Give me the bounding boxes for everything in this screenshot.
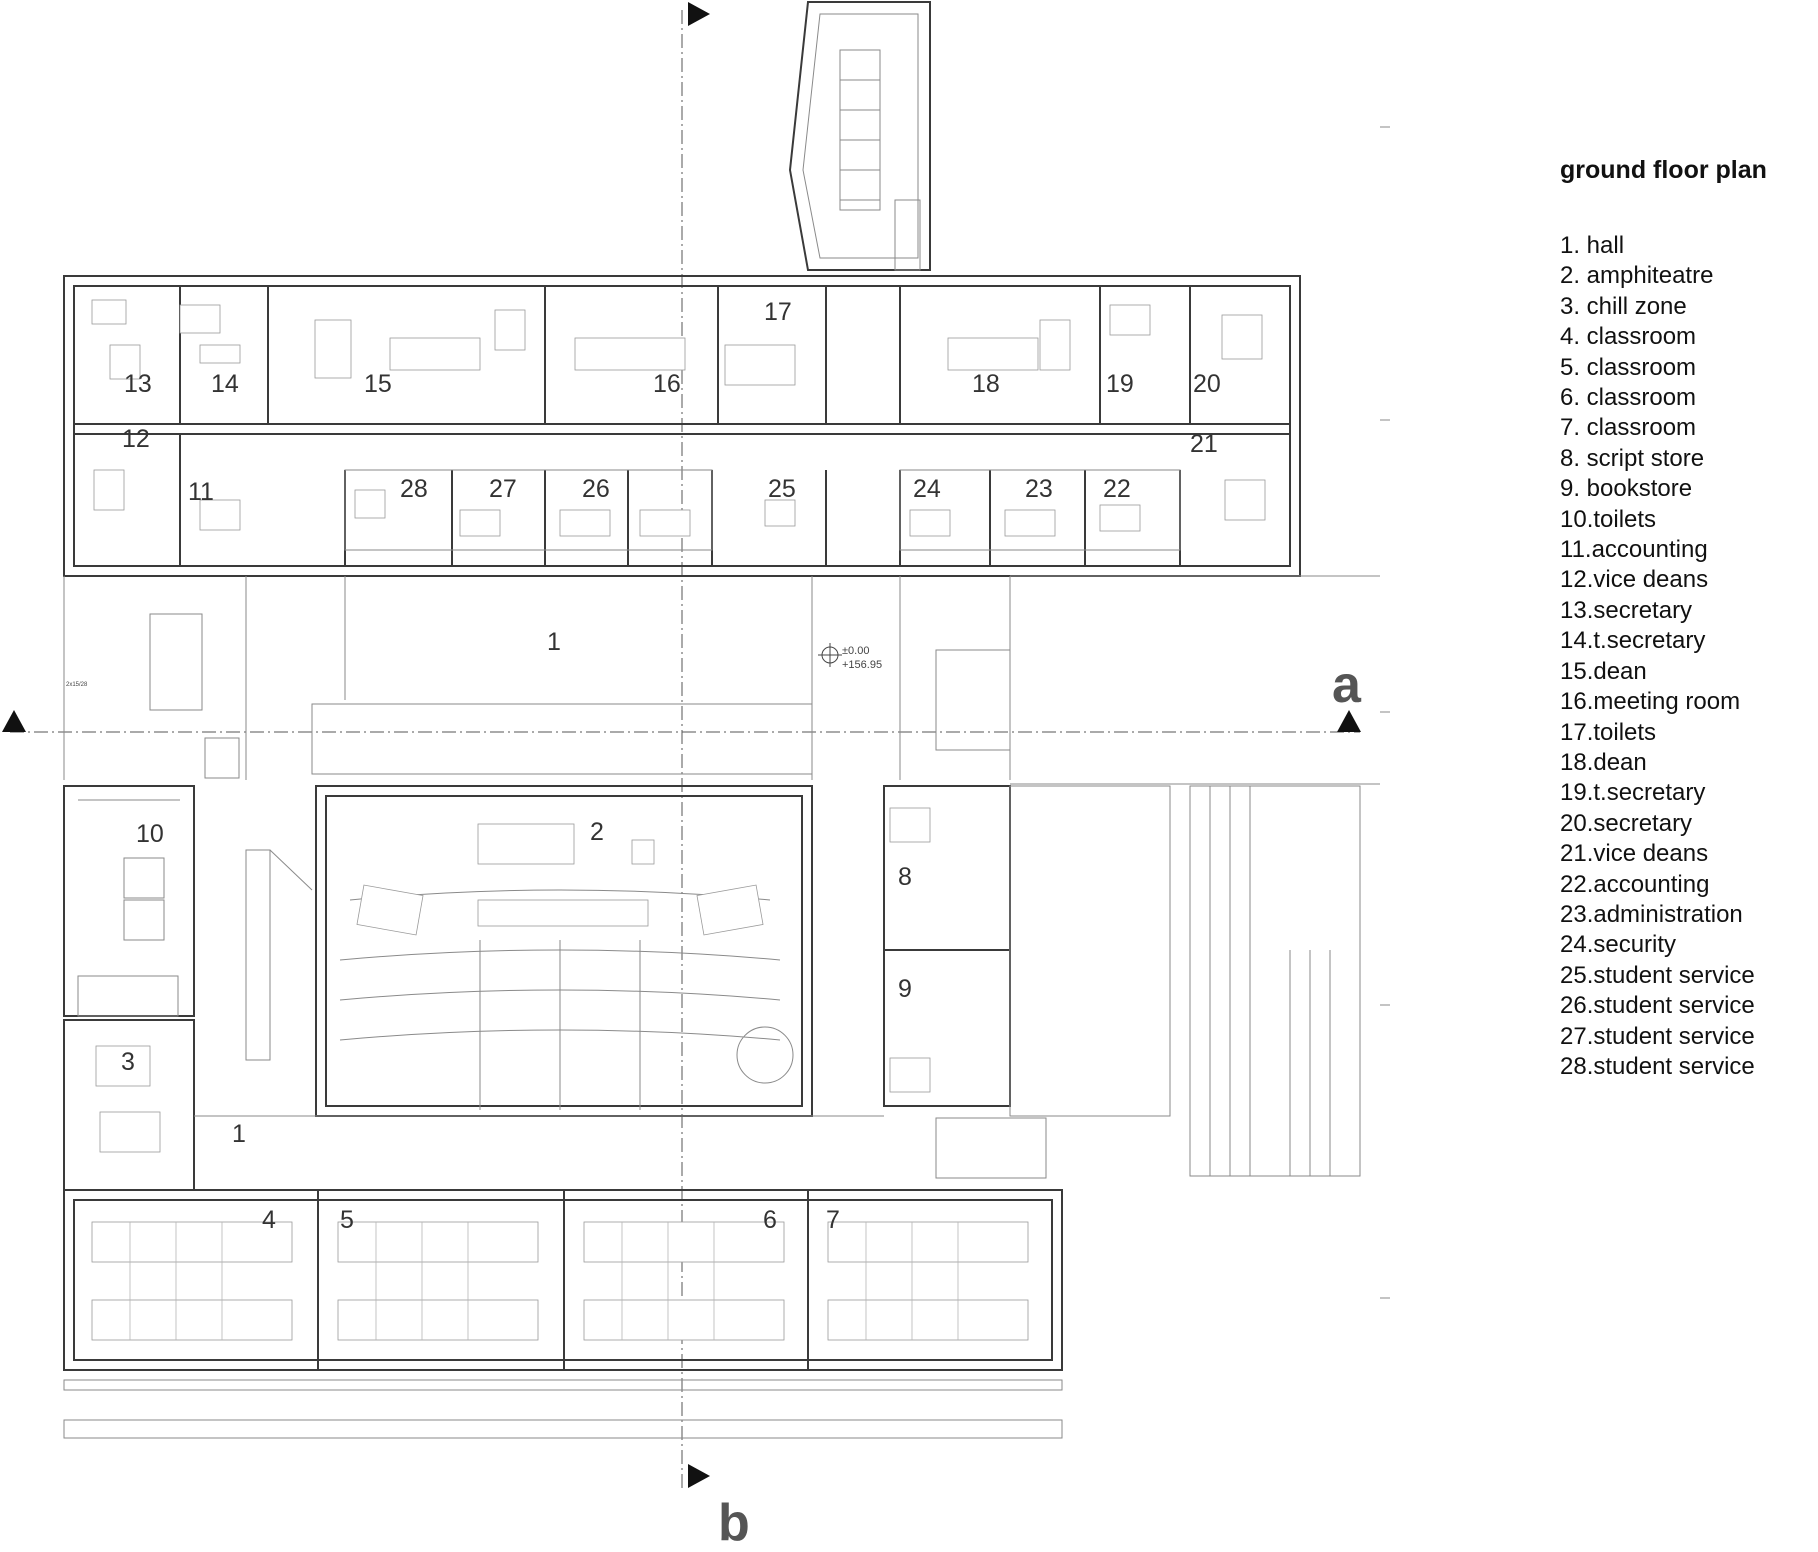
plan-title: ground floor plan xyxy=(1560,156,1767,184)
room-label: 20 xyxy=(1193,370,1221,398)
legend-item: 1. hall xyxy=(1560,232,1625,259)
room-label: 8 xyxy=(898,863,912,891)
room-label: 7 xyxy=(826,1206,840,1234)
room-label: 4 xyxy=(262,1206,276,1234)
room-label: 15 xyxy=(364,370,392,398)
room-label: 9 xyxy=(898,975,912,1003)
legend-item: 6. classroom xyxy=(1560,384,1697,412)
room-label: 5 xyxy=(340,1206,354,1234)
room-label: 6 xyxy=(763,1206,777,1234)
room-label: 14 xyxy=(211,370,239,398)
legend-item: 9. bookstore xyxy=(1560,475,1693,503)
section-arrow-right xyxy=(1337,710,1361,732)
legend-item: 11.accounting xyxy=(1560,536,1708,564)
grid-ticks xyxy=(1380,126,1390,1299)
room-label: 3 xyxy=(121,1048,135,1076)
room-label: 13 xyxy=(124,370,152,398)
south-classrooms xyxy=(63,1189,1063,1439)
room-label: 22 xyxy=(1103,475,1131,503)
legend-item: 24.security xyxy=(1560,931,1677,959)
legend-item: 14.t.secretary xyxy=(1560,627,1706,655)
room-label: 1 xyxy=(547,628,561,656)
legend-item: 25.student service xyxy=(1560,961,1755,989)
legend-item: 16.meeting room xyxy=(1560,688,1741,716)
room-label: 10 xyxy=(136,820,164,848)
legend-item: 13.secretary xyxy=(1560,596,1693,624)
legend-item: 12.vice deans xyxy=(1560,566,1709,594)
room-label: 24 xyxy=(913,475,941,503)
room-label: 26 xyxy=(582,475,610,503)
elevation-level: ±0.00 xyxy=(842,645,869,657)
legend-item: 15.dean xyxy=(1560,657,1647,685)
legend-item: 28.student service xyxy=(1560,1052,1755,1080)
room-label: 12 xyxy=(122,425,150,453)
section-arrow-top xyxy=(688,2,710,26)
room-label: 11 xyxy=(188,478,214,506)
legend-item: 7. classroom xyxy=(1560,414,1697,442)
legend-list: 1. hall 2. amphiteatre 3. chill zone 4. … xyxy=(1560,231,1810,1082)
legend-item: 2. amphiteatre xyxy=(1560,262,1714,290)
room-label: 28 xyxy=(400,475,428,503)
small-label: 2x15/28 xyxy=(66,682,88,688)
room-label: 18 xyxy=(972,370,1000,398)
legend-item: 21.vice deans xyxy=(1560,840,1709,868)
room-label: 25 xyxy=(768,475,796,503)
legend-item: 19.t.secretary xyxy=(1560,779,1706,807)
room-label: 23 xyxy=(1025,475,1053,503)
legend-item: 23.administration xyxy=(1560,900,1743,928)
elevation-marker xyxy=(818,643,842,667)
legend-item: 4. classroom xyxy=(1560,323,1697,351)
legend-item: 18.dean xyxy=(1560,748,1647,776)
legend-item: 27.student service xyxy=(1560,1022,1755,1050)
legend-item: 10.toilets xyxy=(1560,505,1657,533)
section-mark-b: b xyxy=(718,1494,750,1552)
section-arrow-left xyxy=(2,710,26,732)
central-block xyxy=(63,575,1380,1191)
elevation-absolute: +156.95 xyxy=(842,659,882,671)
legend-item: 26.student service xyxy=(1560,992,1755,1020)
room-label: 17 xyxy=(764,298,792,326)
section-arrow-bottom xyxy=(688,1464,710,1488)
room-label: 27 xyxy=(489,475,517,503)
room-label: 1 xyxy=(232,1120,246,1148)
section-mark-a: a xyxy=(1332,656,1362,714)
stair-tower xyxy=(788,1,931,271)
legend-item: 8. script store xyxy=(1560,444,1705,472)
legend-item: 20.secretary xyxy=(1560,809,1693,837)
legend: ground floor plan 1. hall 2. amphiteatre… xyxy=(1560,156,1810,1082)
room-label: 21 xyxy=(1190,430,1218,458)
north-wing xyxy=(63,275,1301,577)
legend-item: 17.toilets xyxy=(1560,718,1657,746)
room-label: 16 xyxy=(653,370,681,398)
legend-item: 3. chill zone xyxy=(1560,292,1687,320)
room-label: 19 xyxy=(1106,370,1134,398)
room-label: 2 xyxy=(590,818,604,846)
legend-item: 5. classroom xyxy=(1560,353,1697,381)
legend-item: 22.accounting xyxy=(1560,870,1710,898)
